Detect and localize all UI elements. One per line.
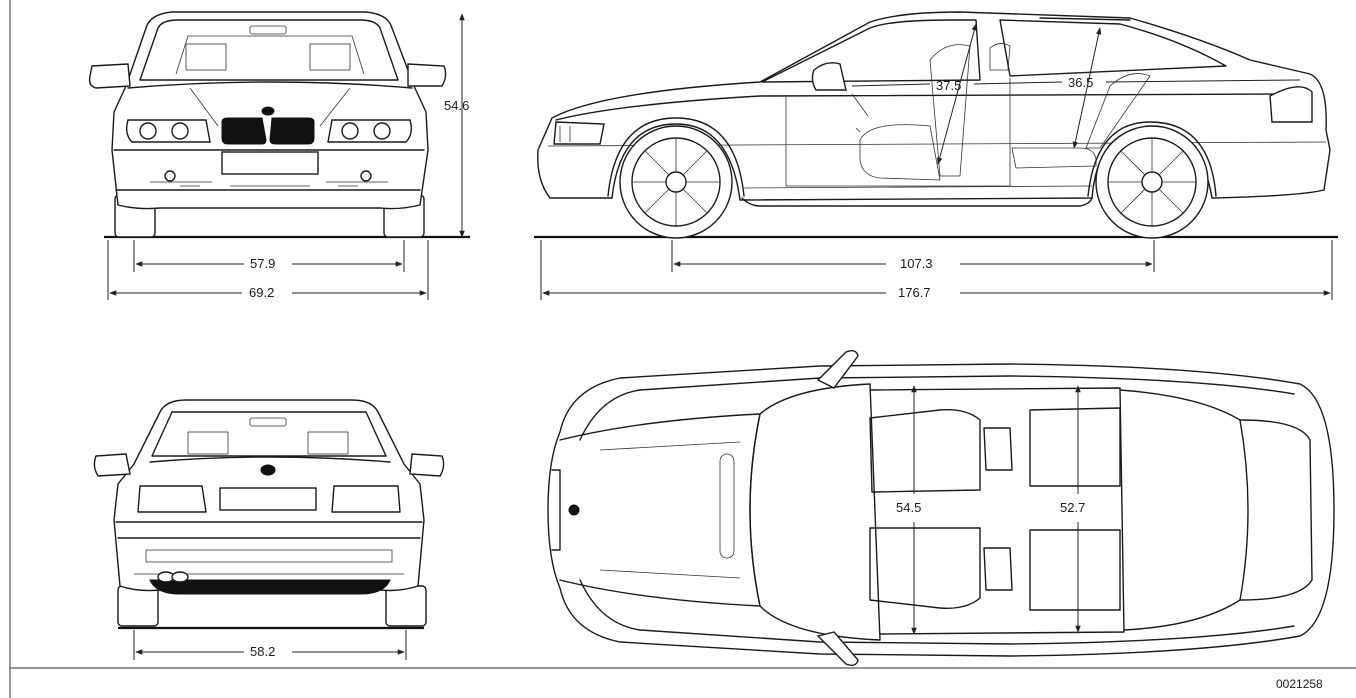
front-headroom-label: 37.5 bbox=[936, 78, 961, 93]
rear-right-tire bbox=[385, 585, 427, 627]
front-track-label: 57.9 bbox=[250, 256, 275, 271]
rear-window bbox=[151, 411, 387, 457]
front-kidney-grille bbox=[221, 117, 267, 145]
front-right-mirror bbox=[407, 63, 447, 87]
front-left-mirror bbox=[88, 63, 131, 89]
front-view: 54.6 57.9 69.2 bbox=[88, 11, 470, 300]
side-window-rear bbox=[999, 19, 1227, 77]
front-left-headlight bbox=[125, 119, 211, 143]
rear-view: 58.2 bbox=[93, 399, 445, 660]
drawing-code: 0021258 bbox=[1276, 677, 1323, 691]
top-body-outline bbox=[547, 363, 1335, 657]
front-right-headlight bbox=[327, 119, 413, 143]
side-window-front bbox=[761, 19, 981, 83]
top-right-mirror bbox=[816, 631, 859, 667]
top-view: 54.5 52.7 bbox=[547, 349, 1335, 667]
rear-track-label: 58.2 bbox=[250, 644, 275, 659]
top-rear-window bbox=[1119, 389, 1249, 631]
overall-length-label: 176.7 bbox=[898, 285, 931, 300]
front-license-plate bbox=[221, 151, 319, 175]
side-rear-wheel bbox=[1095, 125, 1209, 239]
top-windshield bbox=[749, 383, 881, 641]
front-windshield bbox=[139, 19, 399, 81]
rear-license-plate bbox=[219, 487, 317, 511]
rear-shoulder-width-label: 52.7 bbox=[1060, 500, 1085, 515]
top-left-mirror bbox=[816, 349, 859, 389]
front-height-label: 54.6 bbox=[444, 98, 469, 113]
rear-right-mirror bbox=[409, 453, 445, 477]
side-front-wheel bbox=[619, 125, 733, 239]
side-view: 37.5 36.5 107.3 176.7 bbox=[534, 11, 1338, 300]
front-shoulder-width-label: 54.5 bbox=[896, 500, 921, 515]
rear-headroom-label: 36.5 bbox=[1068, 75, 1093, 90]
side-mirror bbox=[811, 62, 847, 91]
rear-left-tire bbox=[117, 585, 159, 627]
wheelbase-label: 107.3 bbox=[900, 256, 933, 271]
overall-width-label: 69.2 bbox=[249, 285, 274, 300]
rear-left-mirror bbox=[93, 453, 131, 477]
